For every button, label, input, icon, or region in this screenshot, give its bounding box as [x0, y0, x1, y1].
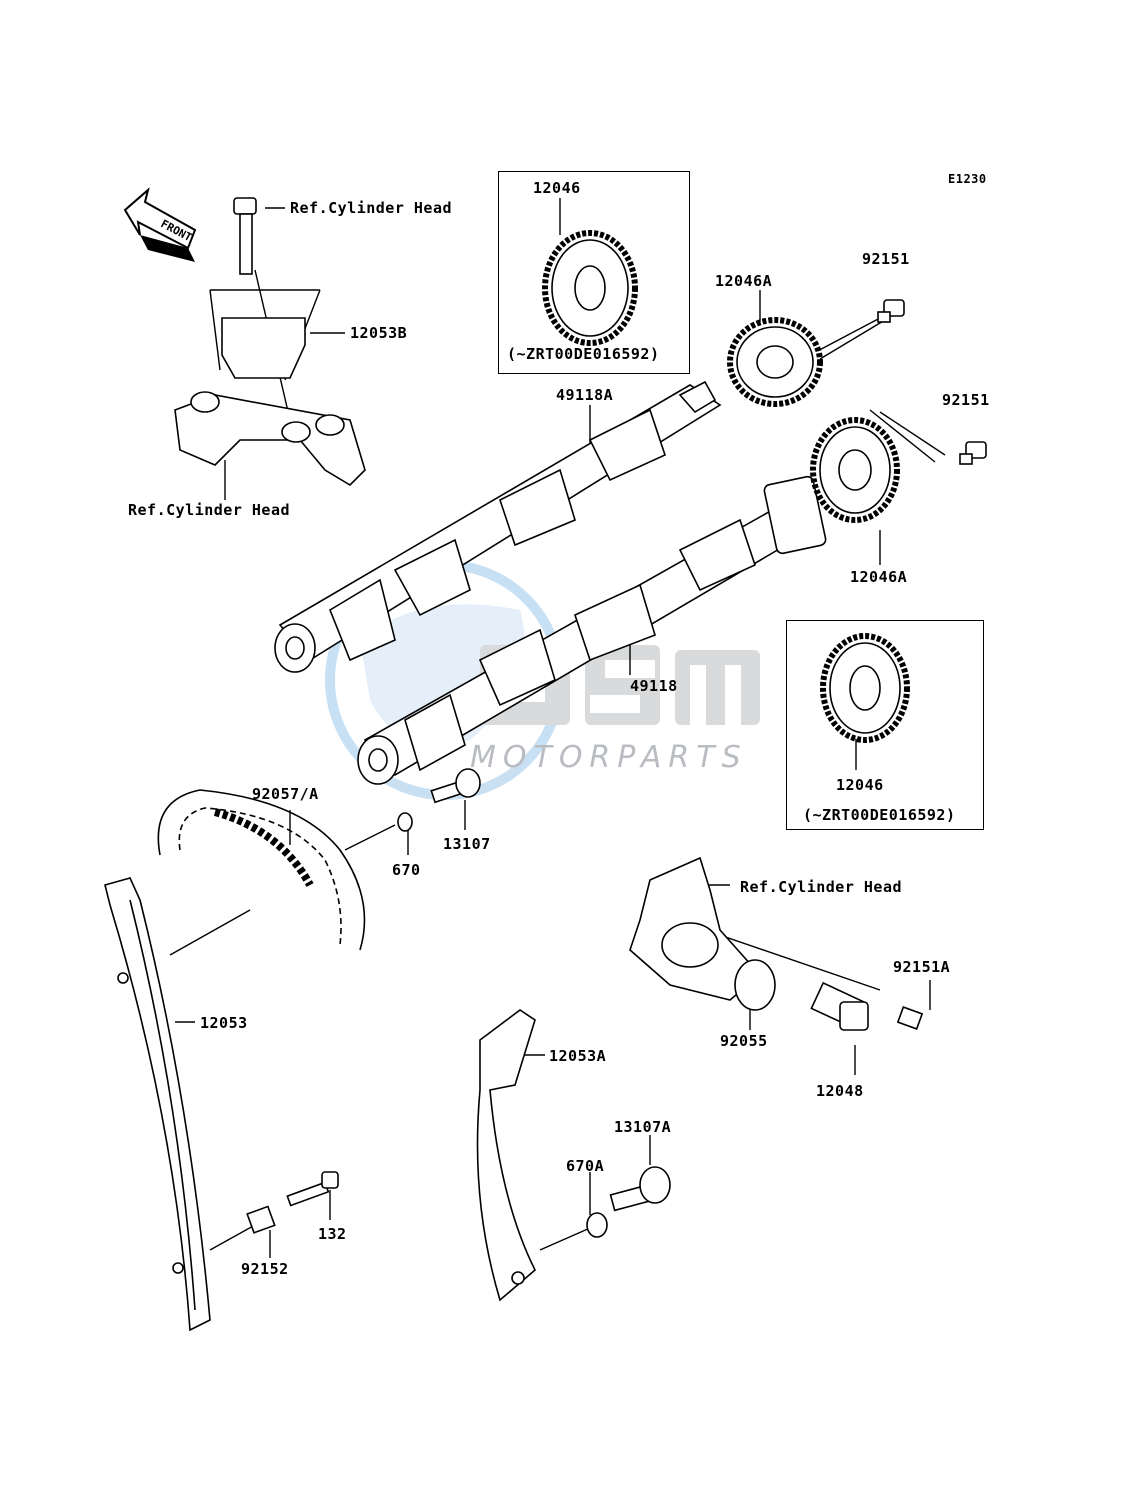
part-92055[interactable]: 92055 — [720, 1032, 768, 1050]
part-12053A[interactable]: 12053A — [549, 1047, 607, 1065]
part-92151-mid[interactable]: 92151 — [942, 391, 990, 409]
chain-guide-12053 — [104, 877, 211, 1332]
diagram-code: E1230 — [948, 172, 987, 186]
part-12046A-bottom[interactable]: 12046A — [850, 568, 908, 586]
bolt-13107 — [397, 768, 481, 832]
ref-cylinder-head-right[interactable]: Ref.Cylinder Head — [740, 878, 903, 896]
sprocket-12046A-top — [727, 317, 823, 407]
bolt-cylinder-head — [233, 197, 257, 275]
part-92151A[interactable]: 92151A — [893, 958, 951, 976]
part-12046-top[interactable]: 12046 — [533, 179, 581, 197]
part-49118[interactable]: 49118 — [630, 677, 678, 695]
sprocket-12046-top — [542, 230, 638, 346]
watermark-text: MOTORPARTS — [470, 740, 748, 775]
part-12048[interactable]: 12048 — [816, 1082, 864, 1100]
variant-box-top — [498, 171, 690, 374]
part-132[interactable]: 132 — [318, 1225, 347, 1243]
variant-box-bottom — [786, 620, 984, 830]
part-13107[interactable]: 13107 — [443, 835, 491, 853]
camshaft-exhaust — [274, 380, 722, 673]
part-12053B[interactable]: 12053B — [350, 324, 408, 342]
part-13107A[interactable]: 13107A — [614, 1118, 672, 1136]
leader-lines — [169, 198, 946, 1258]
sprocket-12046A-bottom — [810, 417, 900, 523]
ref-cylinder-head-top[interactable]: Ref.Cylinder Head — [290, 199, 453, 217]
camshaft-cap — [174, 317, 366, 487]
part-92152[interactable]: 92152 — [241, 1260, 289, 1278]
collar-bolt — [246, 1171, 339, 1234]
camshaft-intake — [357, 475, 827, 785]
ref-cylinder-head-left[interactable]: Ref.Cylinder Head — [128, 501, 291, 519]
part-670A[interactable]: 670A — [566, 1157, 605, 1175]
bolt-13107A — [586, 1166, 671, 1238]
part-12046-bottom-note: (~ZRT00DE016592) — [803, 806, 956, 824]
sprocket-12046-bottom — [820, 633, 910, 743]
part-12053[interactable]: 12053 — [200, 1014, 248, 1032]
chain-guide-12053A — [476, 1009, 536, 1302]
tensioner-housing — [629, 856, 924, 1031]
part-12046-top-note: (~ZRT00DE016592) — [507, 345, 660, 363]
part-12046A-top[interactable]: 12046A — [715, 272, 773, 290]
part-12046-bottom[interactable]: 12046 — [836, 776, 884, 794]
cam-chain — [157, 789, 366, 951]
part-49118A[interactable]: 49118A — [556, 386, 614, 404]
bolt-92151 — [877, 299, 987, 465]
front-arrow-icon: FRONT — [123, 187, 197, 262]
part-92151-top[interactable]: 92151 — [862, 250, 910, 268]
part-670[interactable]: 670 — [392, 861, 421, 879]
part-92057A[interactable]: 92057/A — [252, 785, 319, 803]
